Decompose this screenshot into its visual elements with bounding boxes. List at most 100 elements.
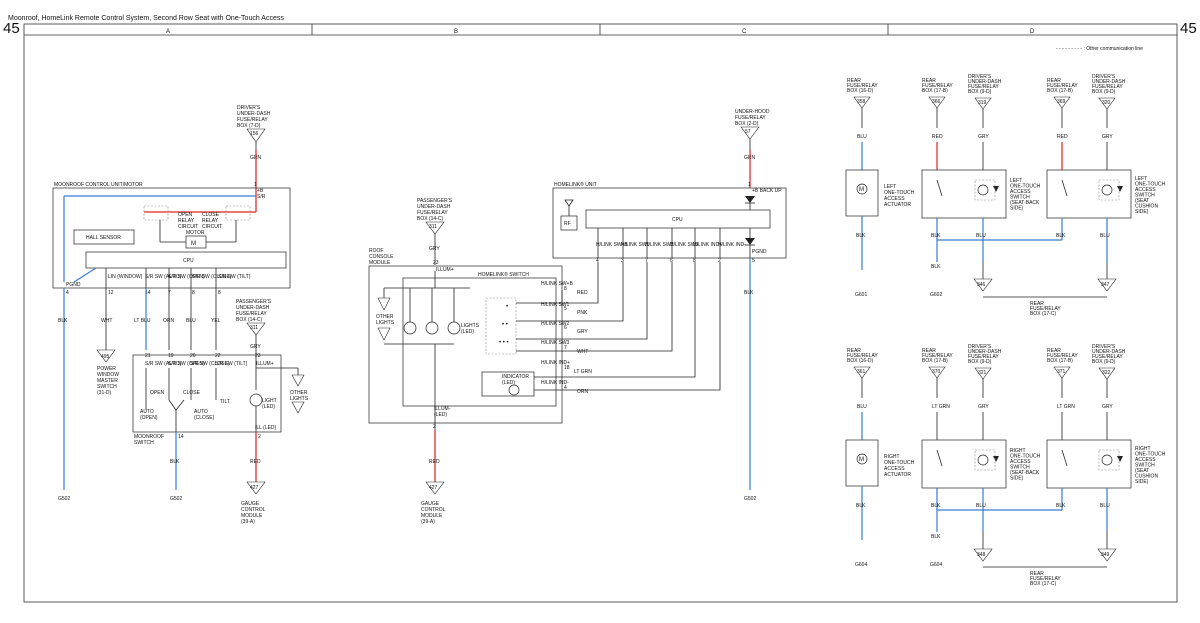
indicator-led-icon <box>508 384 520 396</box>
led-icon <box>403 321 417 335</box>
power-window-label: MASTER <box>97 378 118 384</box>
wire-color: RED <box>429 459 440 465</box>
switch-frame <box>1098 179 1120 201</box>
page-title: Moonroof, HomeLink Remote Control System… <box>8 15 284 22</box>
pin-number: 23 <box>433 260 439 266</box>
fuse-label: FUSE/RELAY <box>922 83 953 89</box>
actuator-label: ONE-TOUCH <box>884 460 915 466</box>
fuse-connector-icon <box>853 366 871 379</box>
wire-color: BLU <box>1100 503 1110 509</box>
power-window-label: SWITCH <box>97 384 117 390</box>
pin-label: S/R SW (OPEN) <box>168 274 205 280</box>
fuse-number: 319 <box>978 100 987 106</box>
pin-number: 1 <box>748 182 751 188</box>
wire-color: RED <box>577 290 588 296</box>
pin-number: 1 <box>254 182 257 188</box>
wire-color: GRY <box>577 329 588 335</box>
homelink-switch <box>402 277 557 407</box>
sw-label: H/LINK SW2 <box>541 321 570 327</box>
sw-label: H/LINK IND- <box>541 380 569 386</box>
fuse-label: FUSE/RELAY <box>847 83 878 89</box>
switch-frame <box>1098 449 1120 471</box>
fuse-label: BOX (16-D) <box>847 358 873 364</box>
rear-box-label: BOX (17-C) <box>1030 581 1056 587</box>
fuse-number: 311 <box>250 325 258 331</box>
fuse-number: 358 <box>857 99 866 105</box>
power-window-label: WINDOW <box>97 372 119 378</box>
indicator-led <box>481 371 535 397</box>
indicator-label: (LED) <box>502 380 515 386</box>
wire-color: BLK <box>856 233 866 239</box>
switch-label: OPEN <box>150 390 165 396</box>
relay-label: CIRCUIT <box>178 224 198 230</box>
button-symbol: • <box>506 304 508 310</box>
fuse-label: REAR <box>1047 78 1061 84</box>
rear-box-label: BOX (17-C) <box>1030 311 1056 317</box>
pin-label: H/LINK IND+ <box>693 242 722 248</box>
ground-label: G604 <box>855 562 867 568</box>
connector-icon <box>425 481 445 495</box>
pin-number: 14 <box>178 434 184 440</box>
relay-label: RELAY <box>202 218 219 224</box>
wire-color: LT BLU <box>134 318 151 324</box>
connector-number: 346 <box>977 282 986 288</box>
sw-label: ILLUM+ <box>256 361 274 367</box>
ground-label: G502 <box>58 496 70 502</box>
gauge-label: GAUGE <box>241 501 260 507</box>
actuator-motor-symbol: M <box>859 187 864 193</box>
switch-label: (CLOSE) <box>194 415 215 421</box>
switch-contact <box>1061 449 1068 467</box>
relay-label: OPEN <box>178 212 193 218</box>
column-label-d: D <box>1030 29 1035 35</box>
wire-color: GRY <box>1102 404 1113 410</box>
gauge-label: GAUGE <box>421 501 440 507</box>
moonroof-section: DRIVER'S UNDER-DASH FUSE/RELAY BOX (7-D)… <box>52 105 309 525</box>
pin-number: 6 <box>670 258 673 264</box>
button-symbol: • • • <box>499 340 509 346</box>
wire-color: BLK <box>1056 233 1066 239</box>
wire-color: BLK <box>931 233 941 239</box>
ground-label: G604 <box>930 562 942 568</box>
wire-color: BLK <box>931 534 941 540</box>
sw-pin: 21 <box>145 353 151 359</box>
fuse-label: REAR <box>922 348 936 354</box>
fuse-label: FUSE/RELAY <box>1092 84 1123 90</box>
sw-label: H/LINK SW+B <box>541 281 573 287</box>
fuse-label: REAR <box>847 78 861 84</box>
illum-minus-label: ILLUM- <box>434 406 451 412</box>
indicator-label: INDICATOR <box>502 374 529 380</box>
switch-label: TILT <box>220 399 230 405</box>
other-lights-icon <box>377 327 391 341</box>
switch-label: AUTO <box>140 409 154 415</box>
led-icon <box>1101 184 1113 196</box>
column-label-c: C <box>742 29 747 35</box>
wire-color: BLK <box>931 264 941 270</box>
led-icon <box>977 184 989 196</box>
pin-number: 5 <box>564 306 567 312</box>
homelink-unit-section: UNDER-HOOD FUSE/RELAY BOX (2-D) 57 GRN H… <box>552 109 787 502</box>
wire-color: YEL <box>211 318 221 324</box>
pin-number: 8 <box>564 286 567 292</box>
fuse-connector-icon <box>928 366 946 379</box>
switch-label: AUTO <box>194 409 208 415</box>
sw-label: H/LINK IND+ <box>541 360 570 366</box>
switch-label: (OPEN) <box>140 415 158 421</box>
actuator-label: ACTUATOR <box>884 202 911 208</box>
other-lights-icon <box>377 297 391 311</box>
fuse-label: BOX (17-B) <box>1047 358 1073 364</box>
switch-frame <box>974 449 996 471</box>
gauge-label: (39-A) <box>421 519 435 525</box>
switch-buttons <box>485 297 517 355</box>
wire-color: BLK <box>170 459 180 465</box>
fuse-connector-icon <box>246 128 266 143</box>
ground-label: G602 <box>930 292 942 298</box>
pin-label: LIN (WINDOW) <box>108 274 143 280</box>
motor-label: MOTOR <box>186 230 205 236</box>
ground-label: G502 <box>744 496 756 502</box>
pin-label: S/R SW (TILT) <box>218 274 251 280</box>
pin-label: H/LINK IND- <box>718 242 746 248</box>
fuse-label: FUSE/RELAY <box>922 353 953 359</box>
lights-label: LIGHTS <box>461 323 480 329</box>
switch-label: CUSHION <box>1135 204 1158 210</box>
